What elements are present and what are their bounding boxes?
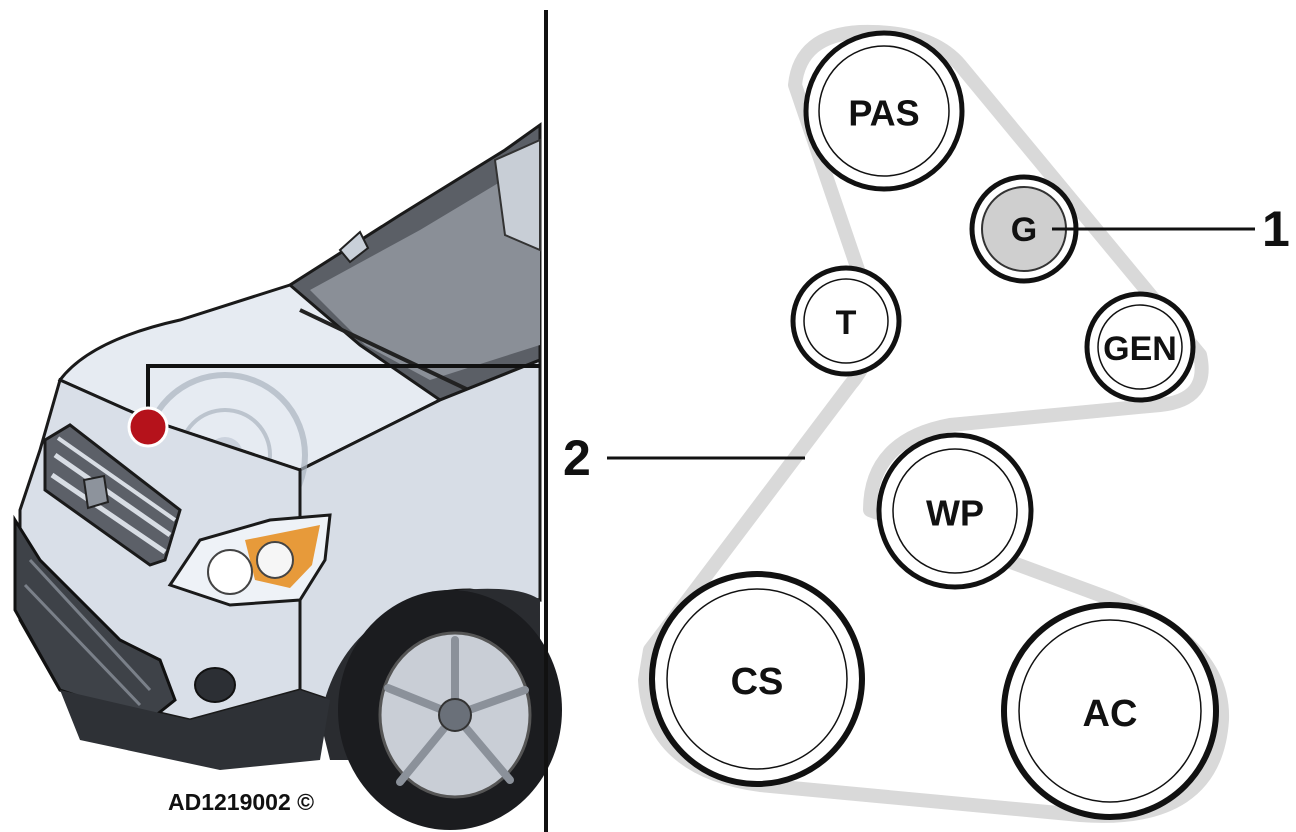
pulley-label-cs: CS bbox=[731, 661, 784, 703]
pulley-label-ac: AC bbox=[1083, 693, 1138, 735]
callout-1-label: 1 bbox=[1262, 201, 1290, 257]
pulley-label-g: G bbox=[1011, 211, 1037, 249]
pulley-ac: AC bbox=[1001, 602, 1219, 820]
pulley-g: G bbox=[969, 174, 1079, 284]
pulley-label-wp: WP bbox=[926, 493, 984, 534]
pulley-gen: GEN bbox=[1084, 291, 1196, 403]
pulley-label-pas: PAS bbox=[848, 93, 919, 134]
pulley-wp: WP bbox=[876, 432, 1034, 590]
pulley-label-t: T bbox=[836, 304, 857, 342]
callout-2-label: 2 bbox=[563, 430, 591, 486]
pulley-t: T bbox=[790, 265, 902, 377]
reference-code: AD1219002 © bbox=[168, 789, 314, 815]
location-marker-icon bbox=[127, 406, 169, 448]
pulley-pas: PAS bbox=[803, 30, 965, 192]
pulley-cs: CS bbox=[649, 571, 865, 787]
vehicle-front-illustration bbox=[13, 122, 562, 830]
pulley-label-gen: GEN bbox=[1103, 330, 1177, 368]
location-leader-line bbox=[146, 364, 540, 425]
